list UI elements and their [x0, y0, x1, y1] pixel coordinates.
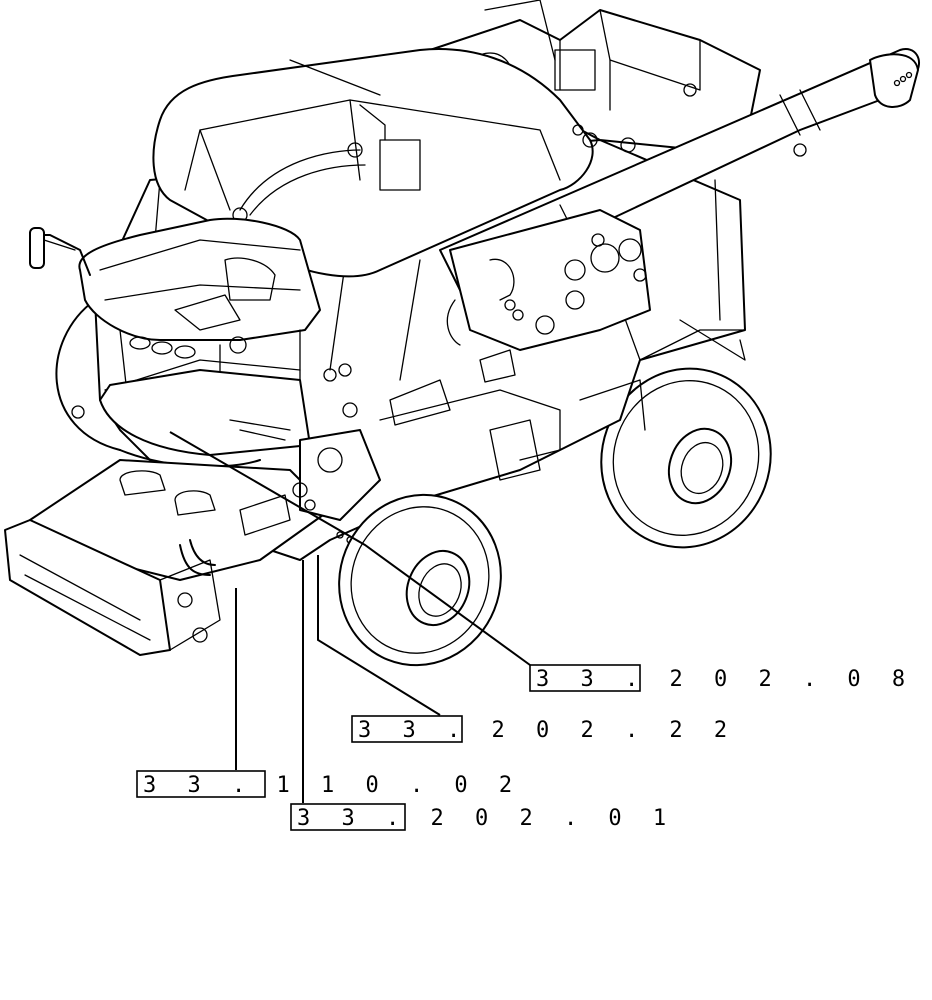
engine-side-panel — [446, 209, 651, 351]
reference-label-33-202-22[interactable]: 3 3 . 2 0 2 . 2 2 — [351, 715, 736, 743]
ref-text-33-202-01: 3 3 . 2 0 2 . 0 1 — [297, 806, 675, 831]
ref-text-33-202-08: 3 3 . 2 0 2 . 0 8 — [536, 667, 914, 692]
ref-text-33-202-22: 3 3 . 2 0 2 . 2 2 — [358, 718, 736, 743]
leader-33-202-22 — [317, 555, 441, 716]
operator-cab — [29, 217, 321, 456]
reference-label-33-202-01[interactable]: 3 3 . 2 0 2 . 0 1 — [290, 803, 675, 831]
leader-lines — [169, 431, 531, 803]
ref-text-33-110-02: 3 3 . 1 1 0 . 0 2 — [143, 773, 521, 798]
feeder-house — [4, 459, 331, 656]
front-frame — [292, 349, 646, 544]
grain-tank — [152, 48, 594, 278]
reference-label-33-110-02[interactable]: 3 3 . 1 1 0 . 0 2 — [136, 770, 521, 798]
leader-33-202-08 — [169, 431, 531, 666]
reference-label-33-202-08[interactable]: 3 3 . 2 0 2 . 0 8 — [529, 664, 914, 692]
